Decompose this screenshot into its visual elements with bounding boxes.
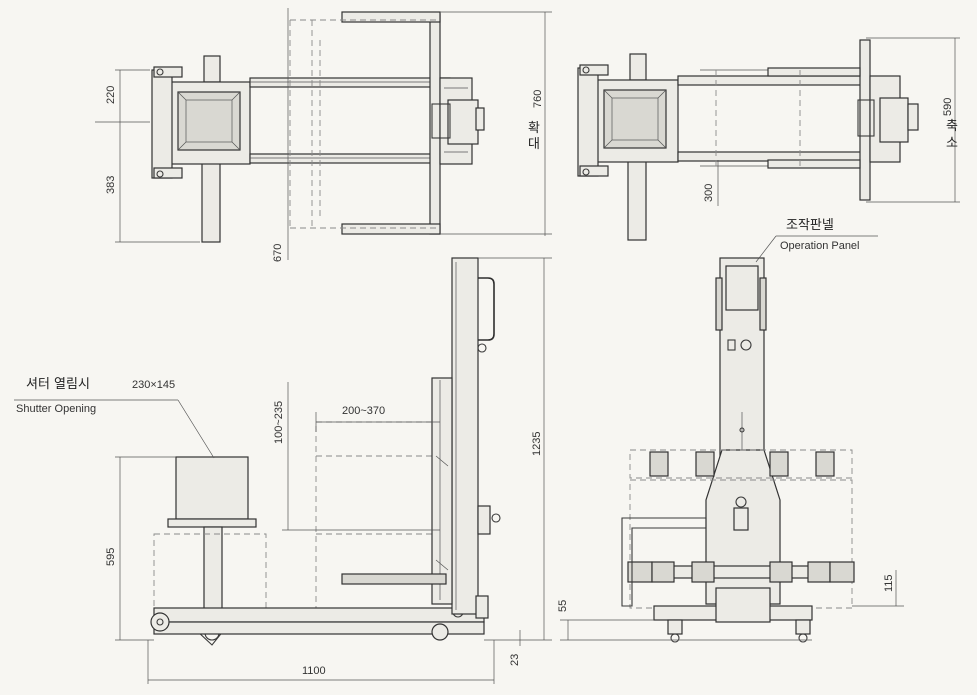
label-shutter-opening-en: Shutter Opening [16,403,96,415]
label-expand-1: 확 [528,121,540,136]
label-operation-panel-en: Operation Panel [780,240,860,252]
rail-upper [249,77,451,88]
dim-590: 590 [942,98,954,116]
dim-670: 670 [272,244,284,262]
label-shrink-1: 축 [946,119,958,134]
dim-230x145: 230×145 [132,379,175,391]
rail-lower [249,153,451,164]
plan-view-retracted [577,37,960,241]
handle [478,277,495,341]
dim-760: 760 [532,90,544,108]
label-shutter-opening-ko: 셔터 열림시 [26,377,90,392]
shutter-box [175,456,249,520]
rear-wheel [150,612,170,632]
fork-bottom [341,223,441,235]
side-elevation [14,257,552,684]
label-operation-panel-ko: 조작판넬 [786,218,834,233]
dim-200-370: 200~370 [342,405,385,417]
body-inner [177,91,241,151]
dim-220: 220 [105,86,117,104]
fork-top [341,11,441,23]
end-plate-left [151,69,173,179]
dim-23: 23 [509,654,521,666]
fork [341,573,447,585]
dim-100-235: 100~235 [273,401,285,444]
post-lower [201,151,221,243]
front-elevation [560,235,904,643]
dim-595: 595 [105,548,117,566]
label-expand-2: 대 [528,137,540,152]
dim-115: 115 [883,574,895,592]
dim-55: 55 [557,600,569,612]
plan-view-expanded [95,8,552,260]
operation-panel [725,265,759,311]
label-shrink-2: 소 [946,136,958,151]
chassis [153,607,485,623]
dim-1100: 1100 [302,665,326,677]
dim-300: 300 [703,184,715,202]
dim-1235: 1235 [531,432,543,456]
dim-383: 383 [105,176,117,194]
post-upper [203,55,221,83]
